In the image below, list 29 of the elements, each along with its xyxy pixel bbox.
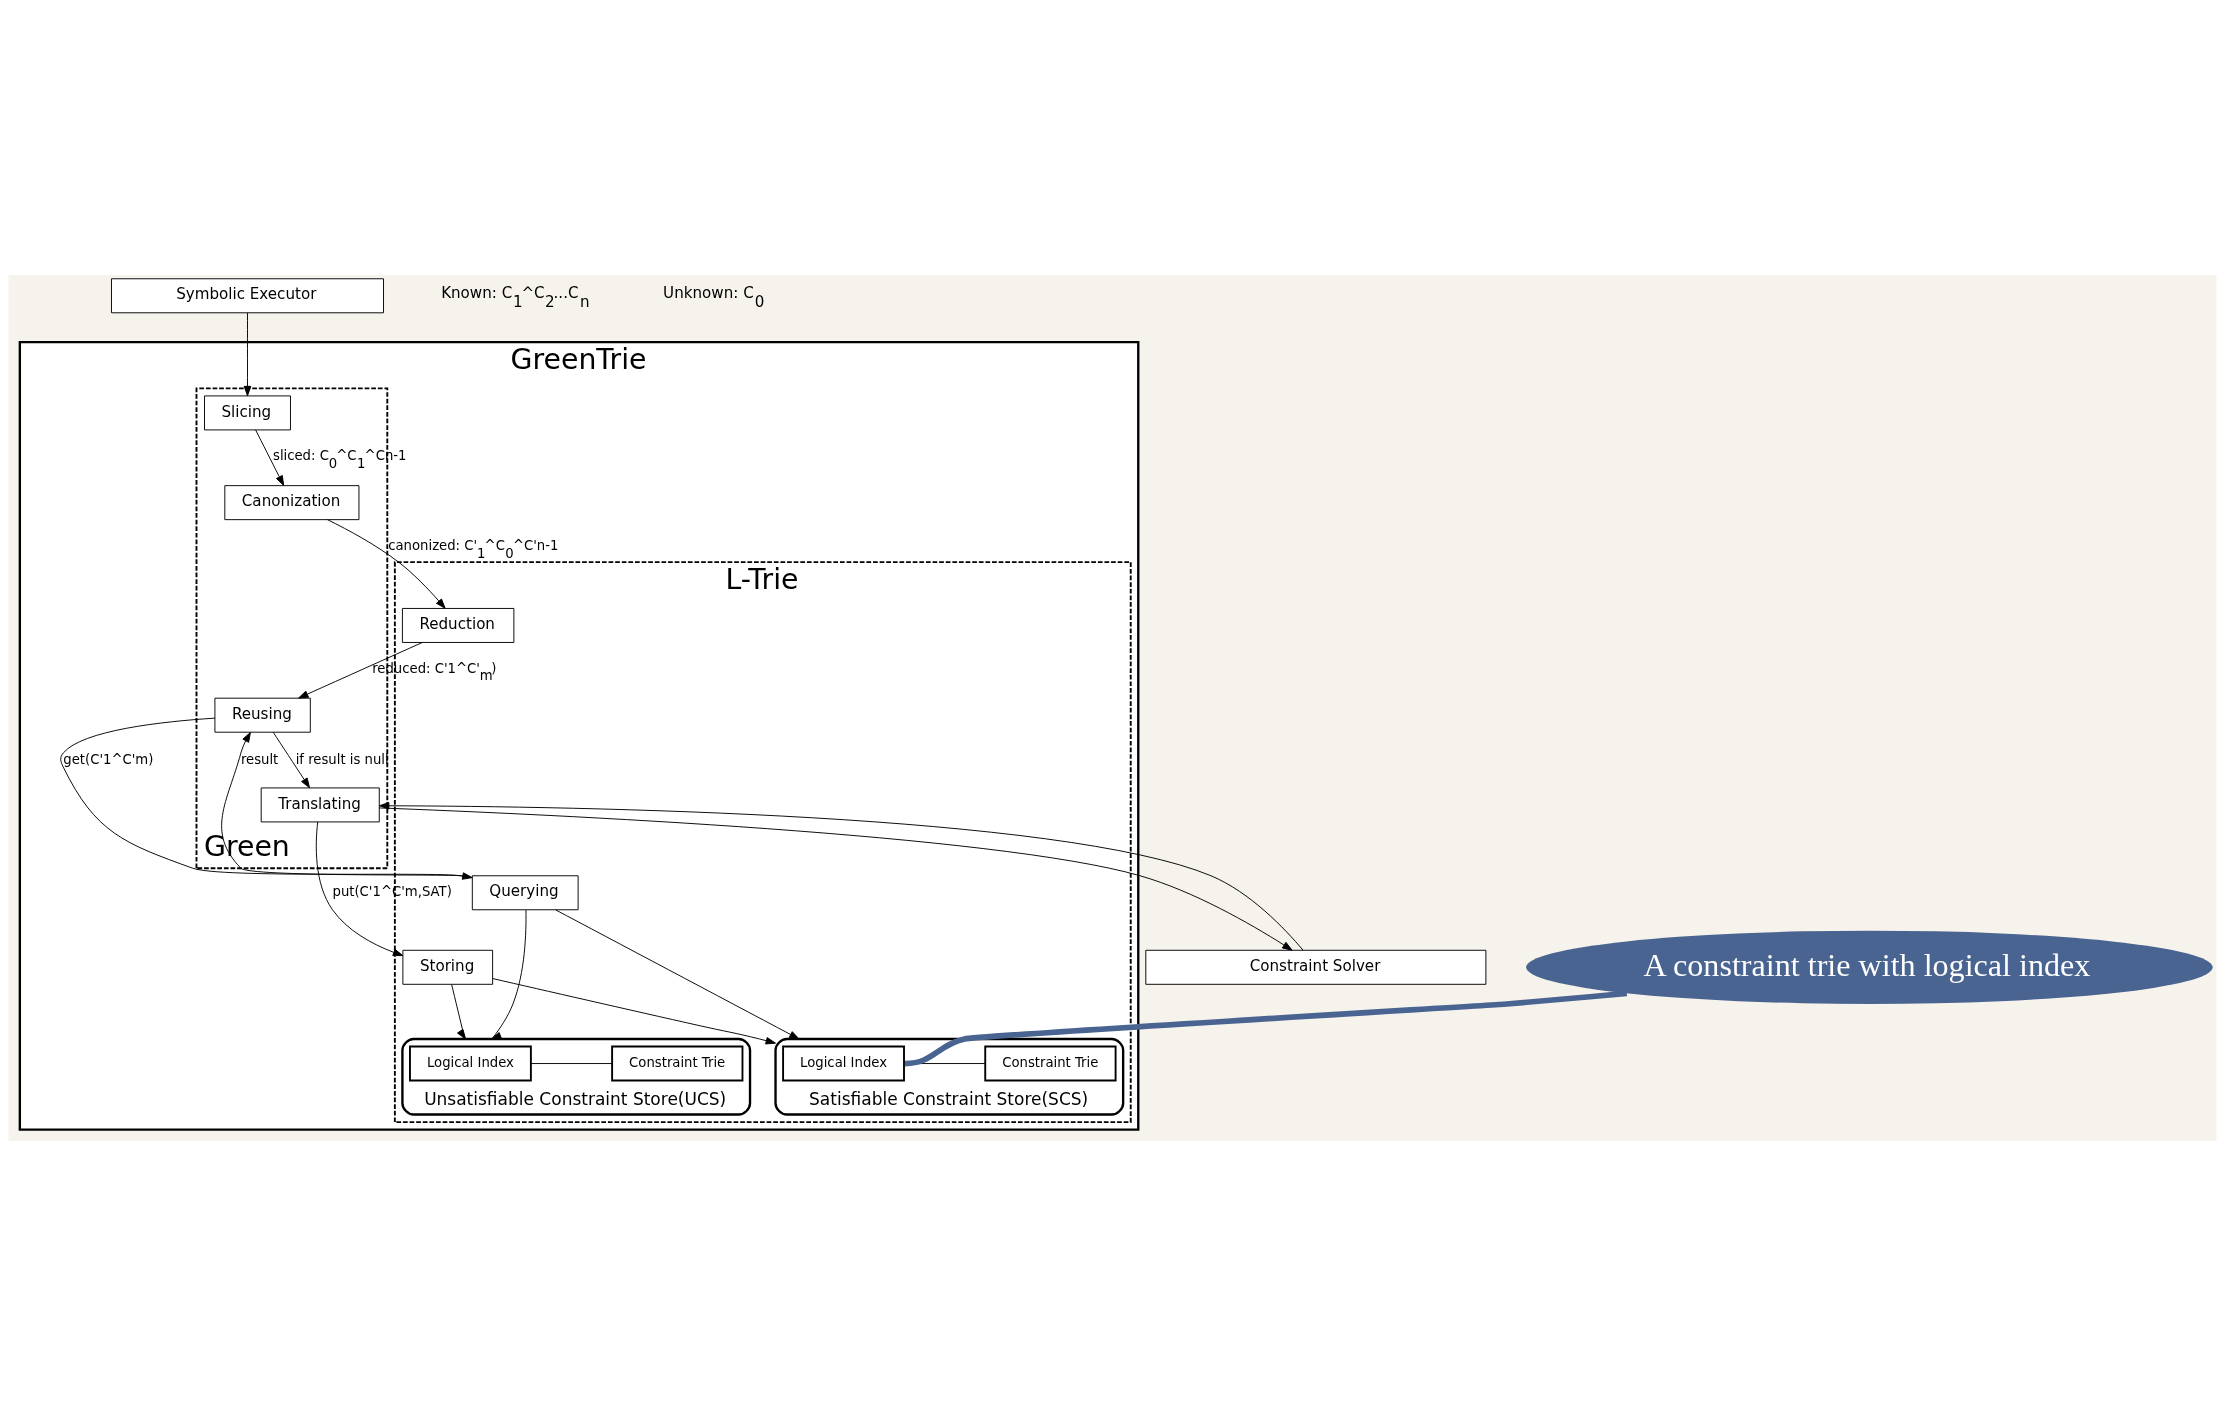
edge-label: result [240,751,279,767]
arrow [255,429,285,486]
node-box: Symbolic Executor [111,277,384,313]
arrow [451,983,467,1039]
arrow [491,909,527,1039]
arrow [298,641,423,699]
arrow [492,977,776,1044]
edge-label: get(C'1^C'm) [63,751,154,767]
node-box: Constraint Solver [1145,949,1487,985]
edge-label: put(C'1^C'm,SAT) [332,883,452,899]
node-box: Querying [471,874,579,910]
node-box: Logical Index [782,1045,905,1081]
arrow [315,821,404,956]
node-box: Canonization [224,484,360,520]
node-box: Slicing [204,394,291,430]
arrow [272,731,310,788]
node-box: Constraint Trie [611,1045,744,1081]
node-box: Reusing [214,697,311,733]
node-box: Logical Index [409,1045,532,1081]
arrow [555,908,800,1039]
arrow [243,312,252,396]
arrow [326,518,446,609]
node-box: Translating [260,786,380,822]
node-box: Constraint Trie [984,1045,1117,1081]
node-box: Storing [402,949,494,985]
connector [530,1062,613,1064]
node-box: Reduction [401,607,515,643]
node-ellipse: A constraint trie with logical index [1526,930,2213,1004]
edge-label: if result is null [295,751,389,767]
